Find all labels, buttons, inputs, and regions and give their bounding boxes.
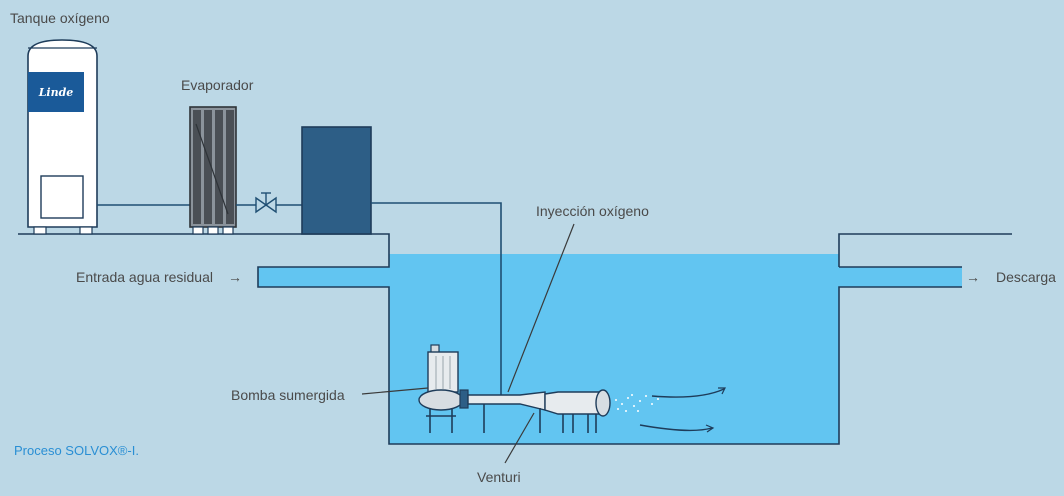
outlet-channel-water	[838, 267, 962, 287]
tank-brand-logo: Linde	[38, 86, 74, 99]
tank-label: Tanque oxígeno	[10, 10, 110, 26]
oxygen-bubbles	[615, 394, 659, 412]
valve-icon	[255, 192, 277, 214]
process-caption: Proceso SOLVOX®-I.	[14, 443, 139, 458]
ground-and-basin-outline	[18, 233, 1012, 445]
submersible-pump	[418, 344, 469, 433]
venturi-label: Venturi	[477, 469, 521, 485]
oxygen-control-unit	[301, 126, 372, 235]
pump-label: Bomba sumergida	[231, 387, 345, 403]
linde-logo-box	[28, 72, 84, 112]
inlet-channel-water	[258, 267, 390, 287]
venturi-leader-line	[504, 412, 535, 464]
inlet-arrow-icon: →	[228, 269, 242, 285]
inlet-label: Entrada agua residual	[76, 269, 213, 285]
oxygen-tank: Linde	[27, 39, 98, 235]
flow-arrow-lower	[639, 424, 713, 432]
oxygen-injection-pipe	[371, 202, 502, 396]
evaporator	[189, 106, 237, 235]
flow-arrow-upper	[651, 388, 725, 398]
venturi-nozzle	[544, 389, 611, 433]
discharge-arrow-icon: →	[966, 269, 980, 285]
pump-leader-line	[361, 387, 429, 395]
injection-label: Inyección oxígeno	[536, 203, 649, 219]
tank-access-panel	[40, 175, 84, 219]
injection-leader-line	[507, 223, 575, 393]
discharge-label: Descarga	[996, 269, 1056, 285]
wastewater-basin-water	[389, 254, 839, 444]
evaporator-label: Evaporador	[181, 77, 254, 93]
